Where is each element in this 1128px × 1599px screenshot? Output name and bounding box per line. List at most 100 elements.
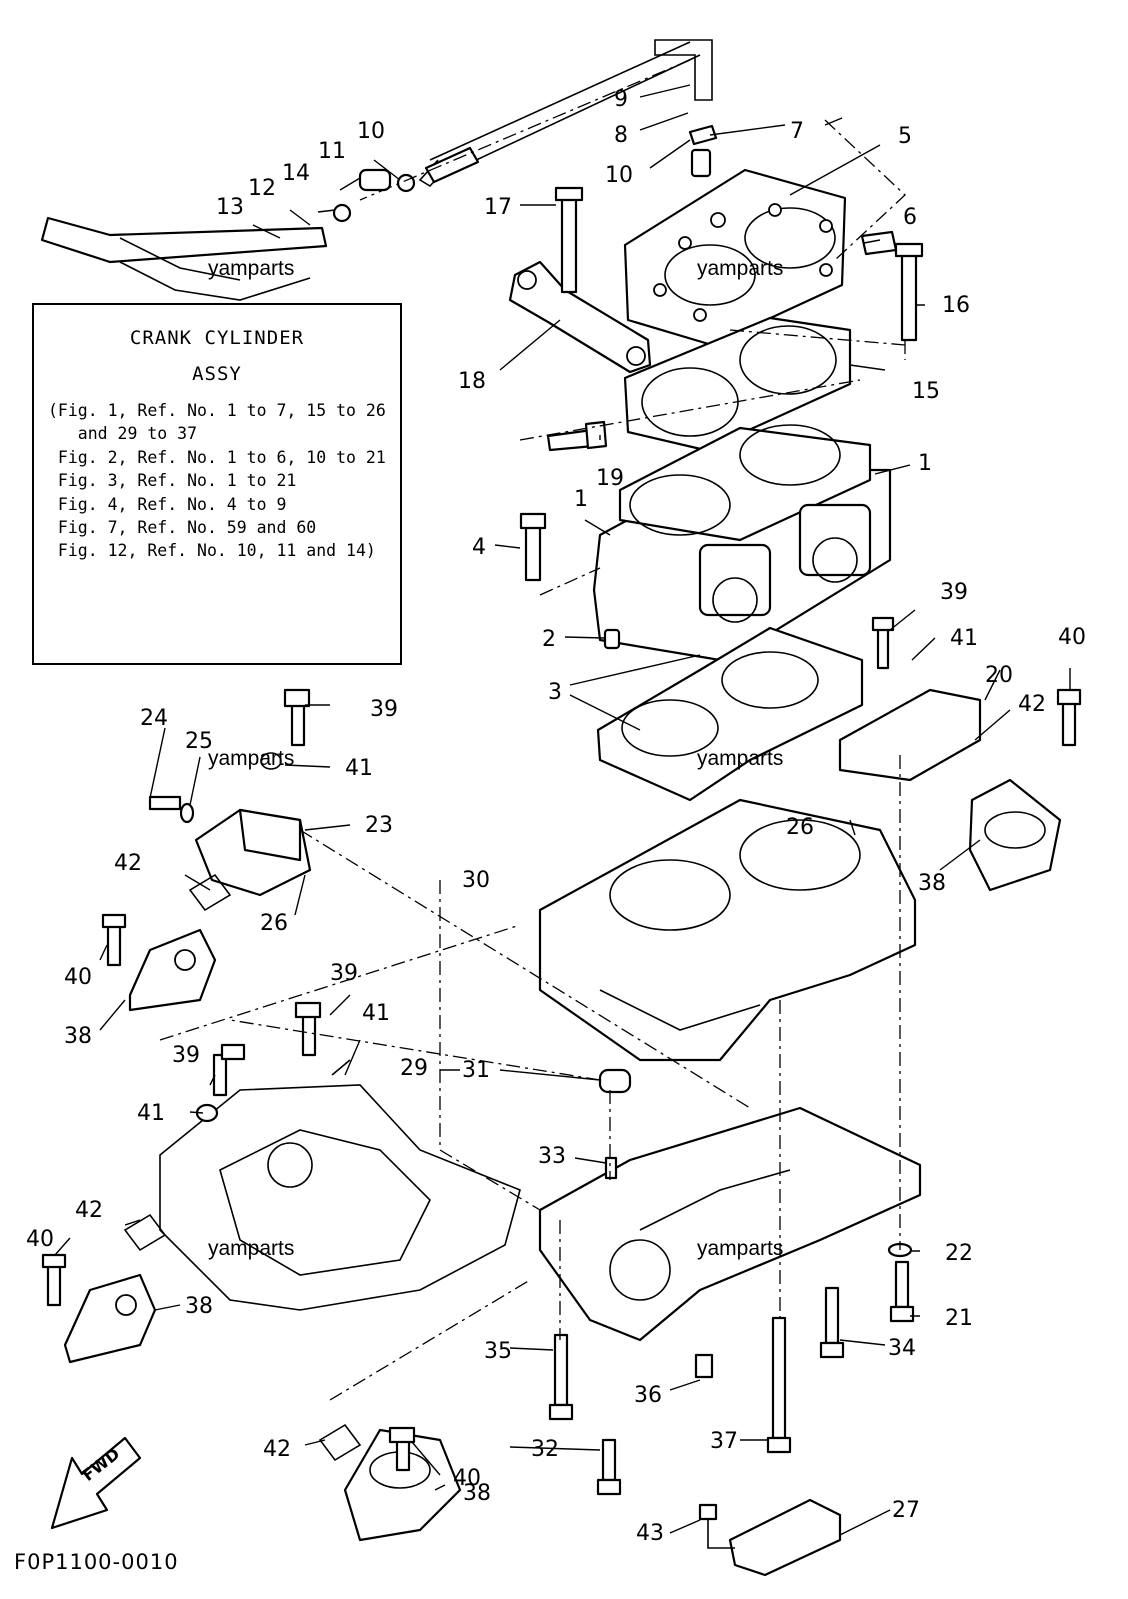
callout-3: 3 — [548, 680, 562, 705]
callout-35: 35 — [484, 1339, 512, 1364]
callout-24: 24 — [140, 706, 168, 731]
callout-12: 12 — [248, 176, 276, 201]
callout-25: 25 — [185, 729, 213, 754]
callout-40d: 40 — [453, 1466, 481, 1491]
callout-40c: 40 — [26, 1227, 54, 1252]
intake-manifold-lower — [318, 1423, 462, 1542]
crankcase-lower — [538, 1106, 922, 1342]
bolts-upper — [546, 186, 924, 452]
watermarks: yamparts yamparts yamparts yamparts yamp… — [208, 257, 783, 1260]
callout-38a: 38 — [918, 871, 946, 896]
callout-37: 37 — [710, 1429, 738, 1454]
callout-17: 17 — [484, 195, 512, 220]
callout-10a: 10 — [357, 119, 385, 144]
watermark-1: yamparts — [208, 257, 294, 280]
callout-23: 23 — [365, 813, 393, 838]
reed-valve-right — [838, 616, 1082, 892]
callout-41b: 41 — [345, 756, 373, 781]
assy-line: Fig. 3, Ref. No. 1 to 21 — [48, 471, 297, 491]
watermark-6: yamparts — [697, 1237, 783, 1260]
bolt-4-head — [519, 512, 547, 530]
figure-code: F0P1100-0010 — [14, 1550, 179, 1574]
assy-line: Fig. 4, Ref. No. 4 to 9 — [48, 494, 287, 514]
callout-10b: 10 — [605, 163, 633, 188]
callout-5: 5 — [898, 124, 912, 149]
callout-34: 34 — [888, 1336, 916, 1361]
crankcase-cover-outline — [159, 1001, 521, 1311]
watermark-4: yamparts — [697, 747, 783, 770]
callout-39a: 39 — [940, 580, 968, 605]
callout-42b: 42 — [114, 851, 142, 876]
assy-line: and 29 to 37 — [48, 424, 198, 444]
reed-valve-left — [148, 688, 312, 897]
leader-lines — [54, 84, 1071, 1536]
callout-39d: 39 — [172, 1043, 200, 1068]
callout-41a: 41 — [950, 626, 978, 651]
callout-43: 43 — [636, 1521, 664, 1546]
callout-6: 6 — [903, 205, 917, 230]
callout-42a: 42 — [1018, 692, 1046, 717]
callout-15: 15 — [912, 379, 940, 404]
callout-40b: 40 — [64, 965, 92, 990]
hose-fittings — [332, 124, 718, 223]
callout-32: 32 — [531, 1437, 559, 1462]
bolts-lower — [548, 1156, 915, 1496]
assy-reference-lines: (Fig. 1, Ref. No. 1 to 7, 15 to 26 and 2… — [34, 399, 400, 563]
assy-line: (Fig. 1, Ref. No. 1 to 7, 15 to 26 — [48, 401, 386, 420]
callout-1a: 1 — [918, 451, 932, 476]
callout-31: 31 — [462, 1058, 490, 1083]
callout-21: 21 — [945, 1306, 973, 1331]
callout-1b: 1 — [574, 487, 588, 512]
callout-41c: 41 — [362, 1001, 390, 1026]
base-gasket — [596, 626, 864, 802]
callout-39c: 39 — [330, 961, 358, 986]
callout-14: 14 — [282, 161, 310, 186]
callout-22: 22 — [945, 1241, 973, 1266]
bearing-31 — [598, 1068, 632, 1094]
callout-4: 4 — [472, 535, 486, 560]
alignment-lines — [159, 59, 906, 1401]
water-hose — [40, 39, 713, 301]
callout-26a: 26 — [786, 815, 814, 840]
cylinder-head — [623, 168, 847, 347]
cover-27 — [698, 1498, 842, 1577]
callout-18: 18 — [458, 369, 486, 394]
crank-cylinder-assy-box: CRANK CYLINDER ASSY (Fig. 1, Ref. No. 1 … — [32, 303, 402, 665]
callout-33: 33 — [538, 1144, 566, 1169]
head-gasket — [623, 316, 852, 452]
callout-20: 20 — [985, 663, 1013, 688]
watermark-5: yamparts — [208, 1237, 294, 1260]
callout-13: 13 — [216, 195, 244, 220]
assy-line: Fig. 7, Ref. No. 59 and 60 — [48, 518, 317, 538]
callout-19: 19 — [596, 466, 624, 491]
dowel-pin-2 — [603, 628, 621, 650]
callout-42c: 42 — [75, 1198, 103, 1223]
engine-mount-left-upper — [101, 873, 232, 1012]
assy-title-line2: ASSY — [192, 363, 242, 385]
callout-41d: 41 — [137, 1101, 165, 1126]
callout-42d: 42 — [263, 1437, 291, 1462]
callout-40a: 40 — [1058, 625, 1086, 650]
engine-bracket — [508, 260, 652, 374]
watermark-2: yamparts — [697, 257, 783, 280]
callout-38c: 38 — [185, 1294, 213, 1319]
cylinder-block — [592, 424, 892, 662]
callout-36: 36 — [634, 1383, 662, 1408]
callout-labels: 9 8 7 5 10 10 11 14 12 13 17 6 16 18 15 … — [26, 87, 1086, 1546]
bolt-4 — [524, 522, 542, 582]
callout-39b: 39 — [370, 697, 398, 722]
callout-27: 27 — [892, 1498, 920, 1523]
crankcase-upper — [538, 798, 917, 1062]
assy-title-line1: CRANK CYLINDER — [129, 327, 305, 349]
callout-38d: 38 — [463, 1481, 491, 1506]
fwd-arrow-icon — [50, 1436, 142, 1530]
callout-8: 8 — [614, 123, 628, 148]
watermark-3: yamparts — [208, 747, 294, 770]
callout-29: 29 — [400, 1056, 428, 1081]
callout-26b: 26 — [260, 911, 288, 936]
assy-line: Fig. 12, Ref. No. 10, 11 and 14) — [48, 541, 376, 561]
callout-7: 7 — [790, 119, 804, 144]
assy-line: Fig. 2, Ref. No. 1 to 6, 10 to 21 — [48, 447, 386, 467]
callout-16: 16 — [942, 293, 970, 318]
